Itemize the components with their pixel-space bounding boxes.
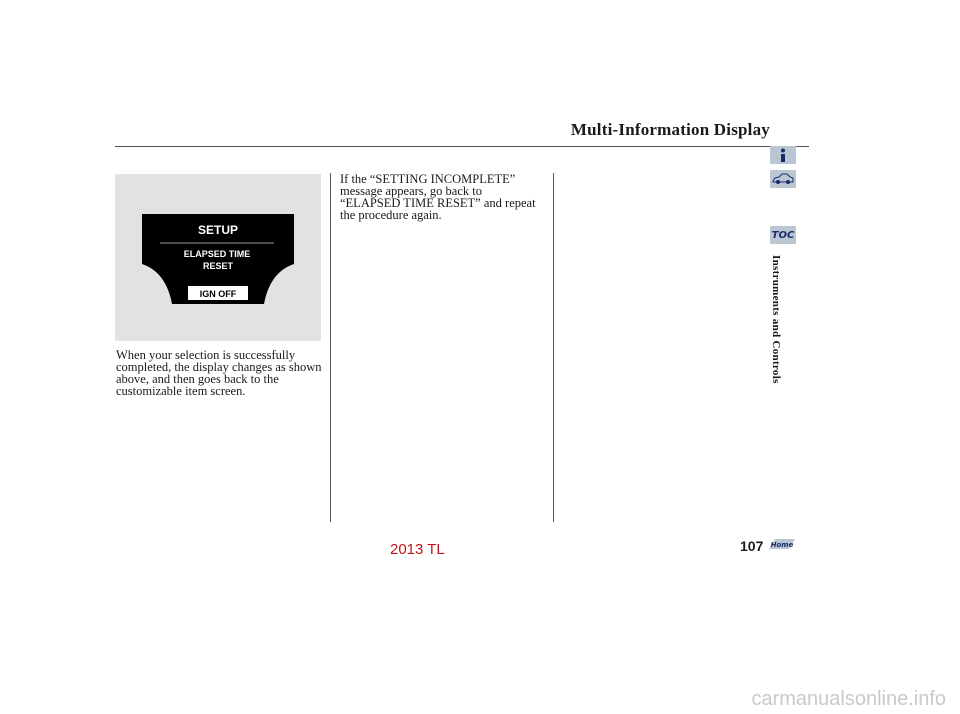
section-label: Instruments and Controls: [752, 255, 812, 385]
home-icon[interactable]: Home: [767, 537, 797, 551]
car-icon: [772, 173, 794, 184]
toc-label: TOC: [771, 229, 795, 241]
display-illustration: SETUP ELAPSED TIME RESET IGN OFF: [115, 174, 321, 341]
info-icon: [781, 148, 785, 162]
screen-line-2: RESET: [203, 261, 234, 271]
section-label-text: Instruments and Controls: [770, 255, 782, 384]
screen-button: IGN OFF: [200, 289, 237, 299]
header-rule: [115, 146, 809, 147]
column-divider: [330, 173, 331, 522]
middle-paragraph: If the “SETTING INCOMPLETE” message appe…: [340, 172, 536, 222]
left-paragraph: When your selection is successfully comp…: [116, 348, 322, 398]
column-divider: [553, 173, 554, 522]
info-tab[interactable]: [770, 146, 796, 164]
page-number: 107: [740, 538, 764, 554]
toc-tab[interactable]: TOC: [770, 226, 796, 244]
watermark: carmanualsonline.info: [751, 688, 946, 710]
page-title: Multi-Information Display: [570, 120, 770, 139]
car-tab[interactable]: [770, 170, 796, 188]
model-label: 2013 TL: [390, 541, 445, 558]
screen-title: SETUP: [198, 223, 238, 237]
home-label: Home: [771, 541, 794, 549]
display-screen: SETUP ELAPSED TIME RESET IGN OFF: [142, 214, 294, 304]
screen-line-1: ELAPSED TIME: [184, 249, 251, 259]
